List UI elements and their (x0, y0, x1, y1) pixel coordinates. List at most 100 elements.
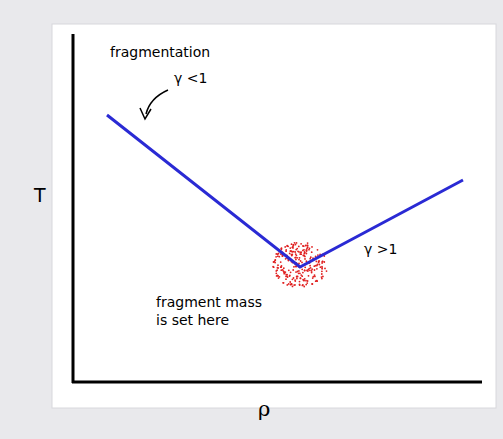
fragment-dot (299, 284, 301, 286)
fragment-dot (283, 282, 285, 284)
fragment-dot (300, 251, 302, 253)
fragment-dot (283, 267, 285, 269)
fragment-dot (290, 284, 292, 286)
fragment-dot (293, 244, 295, 246)
fragment-dot (273, 261, 275, 263)
y-axis (72, 34, 75, 383)
fragment-dot (316, 261, 318, 263)
fragment-dot (304, 270, 306, 272)
fragment-dot (302, 250, 304, 252)
fragment-dot (304, 252, 306, 254)
fragment-dot (321, 278, 323, 280)
fragment-dot (315, 280, 317, 282)
fragment-dot (291, 283, 293, 285)
fragment-dot (321, 262, 323, 264)
fragment-dot (274, 262, 276, 264)
fragment-dot (312, 277, 314, 279)
fragment-dot (276, 269, 278, 271)
annotation-text: fragmentation (110, 44, 210, 62)
fragment-dot (322, 261, 324, 263)
fragment-dot (314, 276, 316, 278)
fragment-dot (311, 272, 313, 274)
fragment-dot (309, 258, 311, 260)
x-axis (72, 381, 482, 384)
fragment-dot (294, 284, 296, 286)
fragment-dot (303, 280, 305, 282)
fragment-dot (287, 276, 289, 278)
fragment-dot (276, 275, 278, 277)
fragment-dot (294, 280, 296, 282)
fragment-dot (298, 270, 300, 272)
annotation-text: fragment mass is set here (156, 294, 274, 329)
fragment-dot (299, 281, 301, 283)
fragment-dot (326, 270, 328, 272)
fragment-dot (277, 255, 279, 257)
fragment-dot (280, 248, 282, 250)
fragment-dot (303, 253, 305, 255)
fragment-dot (302, 255, 304, 257)
fragment-dot (294, 279, 296, 281)
fragment-dot (296, 248, 298, 250)
fragment-dot (316, 268, 318, 270)
pointer-arrowhead (140, 108, 151, 119)
fragment-dot (279, 276, 281, 278)
fragment-dot (287, 245, 289, 247)
fragment-dot (283, 273, 285, 275)
annotation-text: γ >1 (364, 241, 397, 259)
fragment-dot (302, 272, 304, 274)
fragment-dot (323, 261, 325, 263)
fragment-dot (311, 270, 313, 272)
fragment-dot (300, 274, 302, 276)
fragment-dot (302, 245, 304, 247)
fragment-dot (307, 245, 309, 247)
fragment-dot (311, 251, 313, 253)
fragment-dot (286, 245, 288, 247)
fragment-dot (316, 265, 318, 267)
fragment-dot (306, 250, 308, 252)
fragment-dot (302, 285, 304, 287)
fragment-dot (304, 278, 306, 280)
fragment-dot (300, 243, 302, 245)
fragment-dot (289, 247, 291, 249)
fragment-dot (297, 276, 299, 278)
fragment-dot (321, 268, 323, 270)
fragment-dot (277, 267, 279, 269)
fragment-dot (321, 273, 323, 275)
fragment-dot (301, 268, 303, 270)
fragment-dot (292, 278, 294, 280)
fragment-dot (278, 253, 280, 255)
fragment-dot (292, 286, 294, 288)
fragment-dot (275, 272, 277, 274)
fragment-dot (285, 274, 287, 276)
fragment-dot (309, 265, 311, 267)
fragment-dot (273, 261, 275, 263)
temperature-density-curve (107, 115, 463, 267)
fragment-dot (277, 253, 279, 255)
fragment-dot (298, 246, 300, 248)
fragment-dot (318, 260, 320, 262)
fragment-dot (290, 250, 292, 252)
fragment-dot (277, 267, 279, 269)
fragment-dot (305, 245, 307, 247)
fragment-dot (303, 245, 305, 247)
fragment-dot (305, 249, 307, 251)
fragment-dot (281, 265, 283, 267)
fragment-dot (303, 279, 305, 281)
fragment-dot (320, 266, 322, 268)
fragment-dot (302, 284, 304, 286)
fragment-dot (296, 254, 298, 256)
fragment-dot (300, 277, 302, 279)
fragment-dot (304, 270, 306, 272)
fragment-dot (282, 282, 284, 284)
fragment-dot (291, 254, 293, 256)
fragment-dot (324, 268, 326, 270)
fragment-dot (294, 251, 296, 253)
fragment-dot (296, 275, 298, 277)
fragment-dot (289, 275, 291, 277)
fragment-dot (294, 257, 296, 259)
axis-label: ρ (258, 396, 270, 422)
fragment-dot (318, 260, 320, 262)
fragment-dot (282, 269, 284, 271)
fragment-dot (296, 278, 298, 280)
fragment-dot (304, 251, 306, 253)
